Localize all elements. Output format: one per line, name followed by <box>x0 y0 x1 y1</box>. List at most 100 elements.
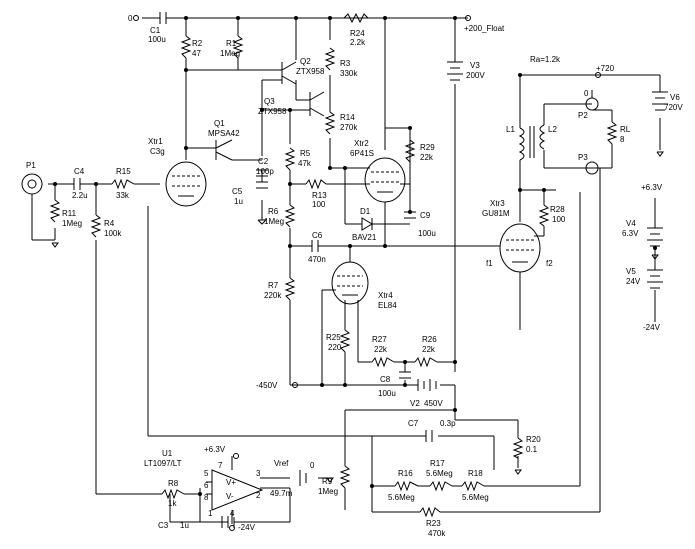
r27-value: 22k <box>374 345 388 354</box>
d1-value: BAV21 <box>352 233 377 242</box>
q1-value: MPSA42 <box>208 129 240 138</box>
r25-ref: R25 <box>326 333 341 342</box>
label-op-pos: +6.3V <box>204 445 226 454</box>
r13-ref: R13 <box>312 191 327 200</box>
r29-value: 22k <box>420 153 434 162</box>
c6-value: 470n <box>308 255 326 264</box>
label-neg24: -24V <box>643 323 661 332</box>
r1-value: 1Meg <box>220 49 240 58</box>
v2-value: 450V <box>424 399 443 408</box>
pin-2: 2 <box>256 491 261 500</box>
u1-value: LT1097/LT <box>144 459 182 468</box>
pin-vminus: V- <box>226 492 234 501</box>
r20-ref: R20 <box>526 435 541 444</box>
tubes <box>165 157 541 305</box>
c1-value: 100u <box>148 35 166 44</box>
xtr4-value: EL84 <box>378 301 397 310</box>
c2-ref: C2 <box>258 157 269 166</box>
junction-dots <box>53 16 657 496</box>
r8-value: 1k <box>168 499 177 508</box>
r6-ref: R6 <box>268 207 279 216</box>
label-hv-node: +720 <box>596 64 615 73</box>
pin-vplus: V+ <box>226 478 236 487</box>
xtr3-value: GU81M <box>482 209 510 218</box>
q1-ref: Q1 <box>214 119 225 128</box>
r9-value: 1Meg <box>318 487 338 496</box>
r11-value: 1Meg <box>62 219 82 228</box>
c2-value: 100p <box>256 167 274 176</box>
r25-value: 220 <box>328 343 342 352</box>
l1-ref: L1 <box>506 125 515 134</box>
r5-ref: R5 <box>300 149 311 158</box>
label-neg450: -450V <box>256 381 278 390</box>
diode-d1 <box>361 217 373 231</box>
p1-ref: P1 <box>26 161 36 170</box>
c7-ref: C7 <box>408 419 419 428</box>
label-gnd0a: 0 <box>584 89 589 98</box>
pin-7: 7 <box>218 461 223 470</box>
r14-value: 270k <box>340 123 358 132</box>
xtr4-ref: Xtr4 <box>378 291 393 300</box>
r20-value: 0.1 <box>526 445 538 454</box>
q2-ref: Q2 <box>300 57 311 66</box>
pin-8: 8 <box>204 493 209 502</box>
r3-ref: R3 <box>340 59 351 68</box>
label-f2: f2 <box>546 259 553 268</box>
r3-value: 330k <box>340 69 358 78</box>
u1-ref: U1 <box>162 449 173 458</box>
r13-value: 100 <box>312 200 326 209</box>
r17-value: 5.6Meg <box>426 469 453 478</box>
label-float-node: +200_Float <box>464 24 505 33</box>
c9-value: 100u <box>418 229 436 238</box>
r23-value: 470k <box>428 529 446 538</box>
r15-value: 33k <box>116 191 130 200</box>
v4-value: 6.3V <box>622 229 639 238</box>
pin-4: 4 <box>230 509 235 518</box>
pin-3: 3 <box>256 469 261 478</box>
rl-ref: RL <box>620 125 631 134</box>
r9-ref: R9 <box>322 477 333 486</box>
r7-value: 220k <box>264 291 282 300</box>
r1-ref: R1 <box>226 39 237 48</box>
r29-ref: R29 <box>420 143 435 152</box>
rl-value: 8 <box>620 135 625 144</box>
xtr1-ref: Xtr1 <box>148 137 163 146</box>
transformer <box>518 124 546 161</box>
net-labels: 0 +200_Float Ra=1.2k +720 -450V +6.3V -2… <box>128 14 663 532</box>
resistors <box>49 12 618 518</box>
r27-ref: R27 <box>372 335 387 344</box>
opamp <box>211 469 264 511</box>
r7-ref: R7 <box>268 281 279 290</box>
r4-ref: R4 <box>104 219 115 228</box>
pin-5: 5 <box>204 469 209 478</box>
v2-ref: V2 <box>410 399 420 408</box>
c4-value: 2.2u <box>72 191 88 200</box>
pin-6: 6 <box>204 481 209 490</box>
c7-value: 0.3p <box>440 419 456 428</box>
pin-1: 1 <box>208 509 213 518</box>
label-f1: f1 <box>486 259 493 268</box>
r26-value: 22k <box>422 345 436 354</box>
r16-value: 5.6Meg <box>388 493 415 502</box>
r24-value: 2.2k <box>350 38 366 47</box>
q3-value: ZTX958 <box>258 107 287 116</box>
v6-ref: V6 <box>670 93 680 102</box>
r5-value: 47k <box>298 159 312 168</box>
v5-value: 24V <box>626 277 641 286</box>
r11-ref: R11 <box>62 209 77 218</box>
q2-value: ZTX958 <box>296 67 325 76</box>
label-ra-note: Ra=1.2k <box>530 55 561 64</box>
opamp-pin-labels: 7 5 6 8 1 4 3 2 V+ V- <box>204 461 261 518</box>
r18-ref: R18 <box>468 469 483 478</box>
connectors <box>21 15 601 531</box>
r15-ref: R15 <box>116 167 131 176</box>
r6-value: 1Meg <box>264 217 284 226</box>
c6-ref: C6 <box>312 231 323 240</box>
transistors <box>215 61 325 161</box>
r28-value: 100 <box>552 215 566 224</box>
xtr2-value: 6P41S <box>350 149 374 158</box>
batteries <box>299 61 668 486</box>
c1-ref: C1 <box>150 26 161 35</box>
r4-value: 100k <box>104 229 122 238</box>
